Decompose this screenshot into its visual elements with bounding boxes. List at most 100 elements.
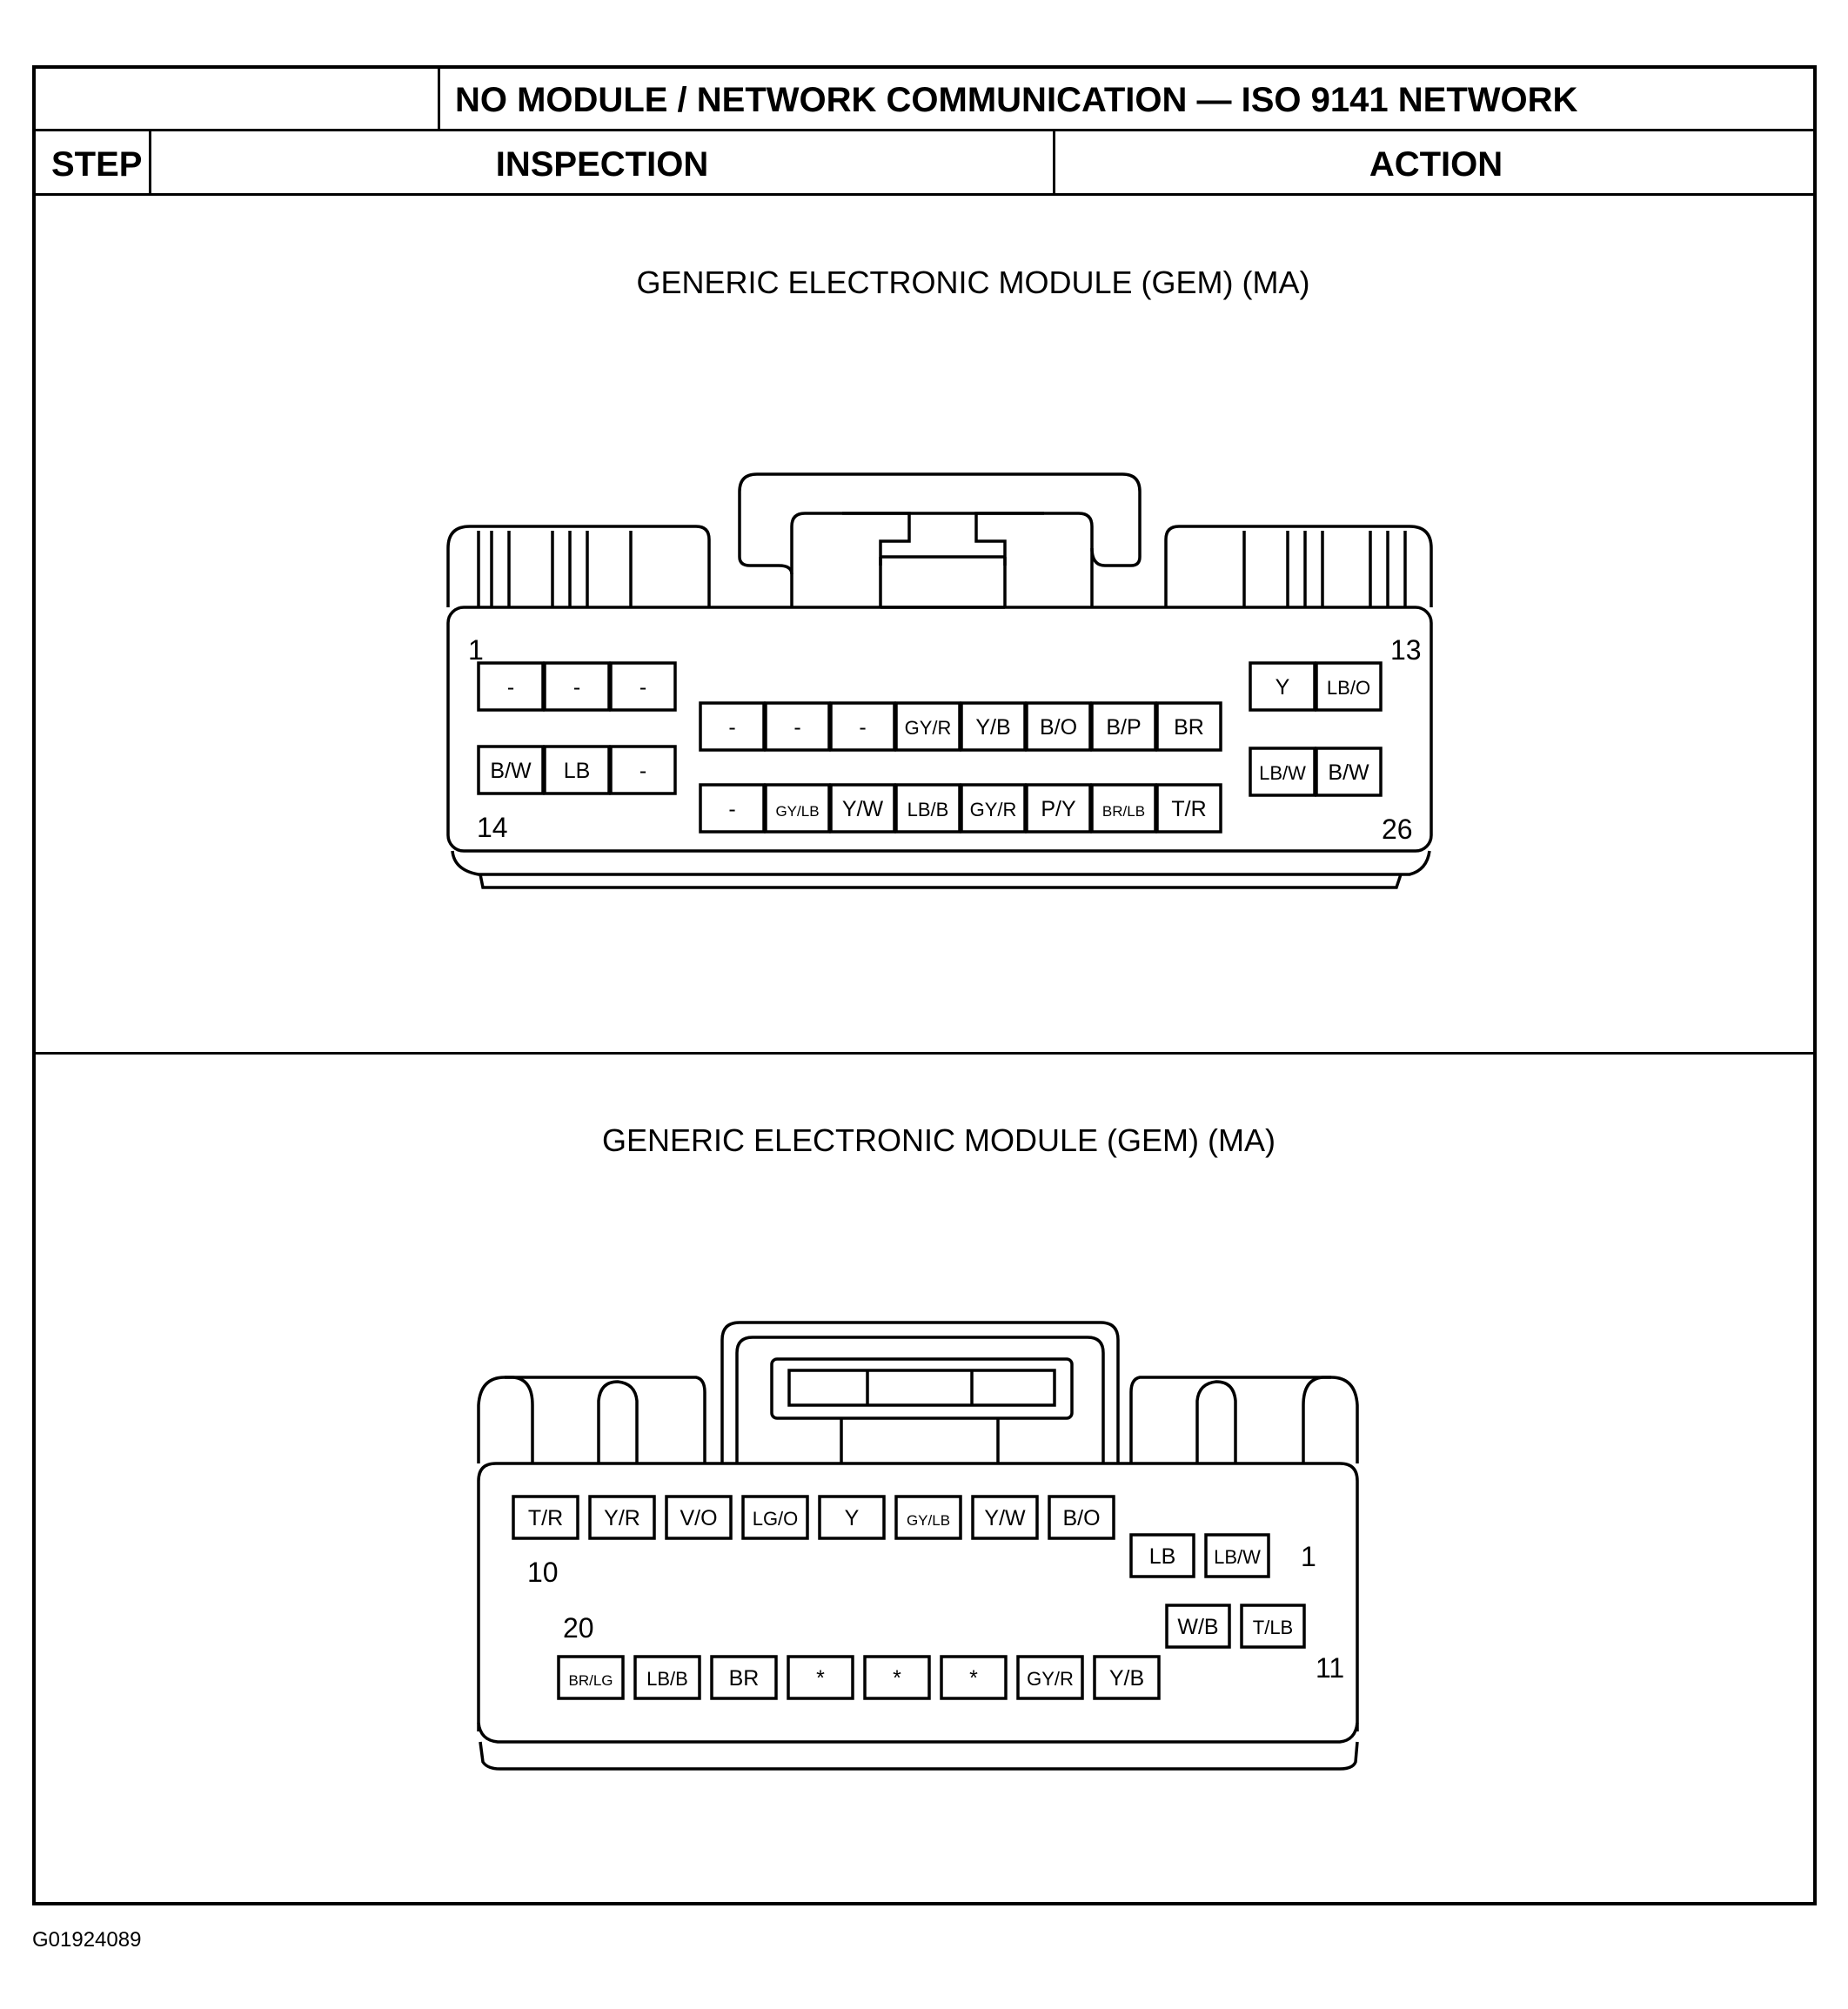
- c1-right-top-cell-0: [1249, 661, 1316, 712]
- c2-top-label-5: GY/LB: [907, 1512, 950, 1529]
- c2-right-bottom-cell-1: [1240, 1604, 1306, 1649]
- c1-mid-top-label-4: Y/B: [975, 715, 1010, 740]
- c1-mid-bottom-cell-6: [1090, 783, 1157, 834]
- c1-right-top-label-0: Y: [1276, 675, 1290, 700]
- c2-bottom-label-4: *: [893, 1666, 901, 1691]
- connector2-pin-1-label: 1: [1301, 1541, 1316, 1572]
- c2-top-label-1: Y/R: [604, 1506, 640, 1530]
- c1-mid-top-cell-0: [699, 701, 766, 752]
- c2-bottom-label-2: BR: [729, 1666, 760, 1691]
- c2-top-cell-1: [588, 1495, 656, 1540]
- header-divider: [36, 129, 1813, 131]
- c1-mid-bottom-cell-5: [1025, 783, 1092, 834]
- c2-bottom-cell-5: [940, 1655, 1008, 1700]
- connector1-pin-13-label: 13: [1390, 634, 1422, 666]
- c1-left-top-label-1: -: [573, 675, 580, 700]
- c1-mid-top-cell-7: [1155, 701, 1222, 752]
- c2-right-top-label-1: LB/W: [1214, 1546, 1261, 1568]
- c1-right-top-cell-1: [1315, 661, 1383, 712]
- c2-top-cell-0: [512, 1495, 579, 1540]
- c2-bottom-cell-3: [787, 1655, 854, 1700]
- c1-mid-top-cell-5: [1025, 701, 1092, 752]
- c2-bottom-cell-6: [1016, 1655, 1084, 1700]
- c1-mid-bottom-label-1: GY/LB: [775, 803, 819, 820]
- c1-mid-top-cell-4: [960, 701, 1027, 752]
- action-col-divider: [1053, 129, 1055, 193]
- c1-mid-bottom-label-4: GY/R: [970, 799, 1017, 820]
- c2-right-bottom-label-0: W/B: [1177, 1615, 1218, 1639]
- c2-top-label-7: B/O: [1062, 1506, 1100, 1530]
- c1-left-top-label-2: -: [639, 675, 646, 700]
- c1-mid-bottom-label-5: P/Y: [1041, 797, 1076, 821]
- c1-left-top-cell-2: [609, 661, 677, 712]
- c2-top-cell-7: [1048, 1495, 1115, 1540]
- c2-bottom-label-5: *: [969, 1666, 978, 1691]
- c1-left-bottom-label-0: B/W: [490, 759, 532, 783]
- c2-right-top-cell-0: [1129, 1533, 1195, 1578]
- col-header-step: STEP: [51, 145, 143, 184]
- c1-mid-bottom-cell-4: [960, 783, 1027, 834]
- c2-right-top-cell-1: [1204, 1533, 1270, 1578]
- c1-mid-bottom-cell-3: [894, 783, 961, 834]
- c1-mid-bottom-cell-0: [699, 783, 766, 834]
- c1-mid-bottom-label-7: T/R: [1171, 797, 1206, 821]
- c2-bottom-label-3: *: [816, 1666, 825, 1691]
- c2-top-cell-4: [818, 1495, 886, 1540]
- c2-right-top-label-0: LB: [1149, 1544, 1176, 1569]
- c1-mid-bottom-cell-2: [829, 783, 896, 834]
- col-header-inspection: INSPECTION: [495, 145, 709, 184]
- c2-bottom-cell-0: [557, 1655, 625, 1700]
- c1-mid-bottom-label-3: LB/B: [907, 799, 949, 820]
- title-cell-divider: [438, 69, 440, 129]
- connector2-pin-11-label: 11: [1316, 1652, 1344, 1684]
- section-divider: [36, 1052, 1813, 1055]
- c1-left-bottom-cell-1: [543, 745, 611, 795]
- c1-mid-top-cell-2: [829, 701, 896, 752]
- table-frame: NO MODULE / NETWORK COMMUNICATION — ISO …: [32, 65, 1817, 1905]
- c2-top-label-2: V/O: [680, 1506, 717, 1530]
- c2-top-label-3: LG/O: [753, 1508, 799, 1530]
- c1-mid-top-label-6: B/P: [1106, 715, 1141, 740]
- c1-mid-top-cell-6: [1090, 701, 1157, 752]
- step-col-divider: [149, 129, 151, 193]
- c1-mid-top-cell-1: [764, 701, 831, 752]
- c2-top-cell-3: [741, 1495, 809, 1540]
- c2-bottom-cell-7: [1093, 1655, 1161, 1700]
- c2-top-cell-5: [894, 1495, 962, 1540]
- connector2-title: GENERIC ELECTRONIC MODULE (GEM) (MA): [601, 1122, 1276, 1158]
- c1-right-bottom-cell-0: [1249, 747, 1316, 797]
- connector2-pin-10-label: 10: [527, 1557, 559, 1588]
- c2-bottom-label-0: BR/LG: [568, 1672, 613, 1689]
- c1-right-bottom-label-1: B/W: [1328, 760, 1369, 785]
- connector2-pin-20-label: 20: [563, 1612, 594, 1644]
- c2-bottom-cell-2: [710, 1655, 778, 1700]
- c1-mid-top-label-1: -: [793, 715, 800, 740]
- c1-mid-top-label-3: GY/R: [905, 717, 952, 739]
- c2-right-bottom-cell-0: [1165, 1604, 1231, 1649]
- c2-right-bottom-label-1: T/LB: [1253, 1617, 1293, 1638]
- c2-bottom-label-7: Y/B: [1109, 1666, 1144, 1691]
- connector1-pin-26-label: 26: [1382, 814, 1413, 845]
- c2-bottom-cell-4: [863, 1655, 931, 1700]
- c1-mid-top-cell-3: [894, 701, 961, 752]
- connector1-pin-1-label: 1: [468, 634, 484, 666]
- c1-mid-bottom-label-6: BR/LB: [1102, 803, 1145, 820]
- c1-mid-bottom-cell-7: [1155, 783, 1222, 834]
- c2-bottom-label-1: LB/B: [646, 1668, 688, 1690]
- c1-left-top-label-0: -: [507, 675, 514, 700]
- col-header-action: ACTION: [1369, 145, 1503, 184]
- c2-top-label-4: Y: [845, 1506, 860, 1530]
- c1-mid-top-label-0: -: [728, 715, 735, 740]
- c2-bottom-cell-1: [633, 1655, 701, 1700]
- c1-left-bottom-label-2: -: [639, 759, 646, 783]
- connector1-pin-14-label: 14: [477, 812, 508, 843]
- c1-mid-top-label-2: -: [859, 715, 866, 740]
- c1-mid-bottom-label-0: -: [728, 797, 735, 821]
- c1-mid-bottom-label-2: Y/W: [842, 797, 884, 821]
- connector1-title: GENERIC ELECTRONIC MODULE (GEM) (MA): [636, 265, 1310, 300]
- c1-mid-bottom-cell-1: [764, 783, 831, 834]
- c1-left-top-cell-0: [477, 661, 545, 712]
- columns-divider: [36, 193, 1813, 196]
- c1-left-bottom-label-1: LB: [564, 759, 591, 783]
